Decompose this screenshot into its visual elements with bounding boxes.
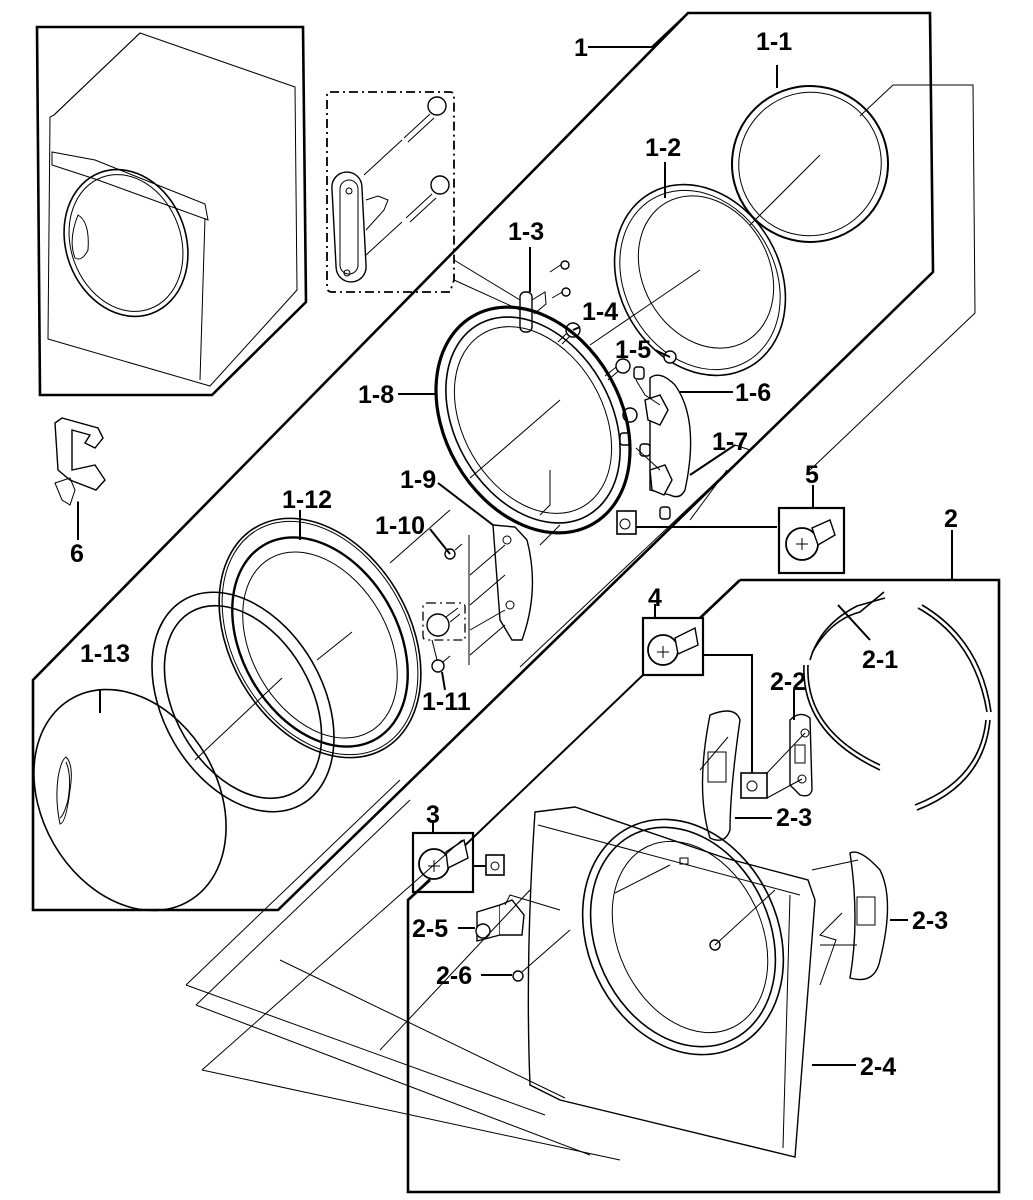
callout-1-10: 1-10 bbox=[375, 512, 425, 540]
callout-1-12: 1-12 bbox=[282, 486, 332, 514]
door-assembly-frame bbox=[31, 11, 935, 912]
callout-2-6: 2-6 bbox=[436, 962, 472, 990]
part-2-2-switch-bracket bbox=[740, 713, 813, 799]
callout-2-3-lower: 2-3 bbox=[912, 907, 948, 935]
callout-1-5: 1-5 bbox=[615, 336, 651, 364]
callout-1-6: 1-6 bbox=[735, 379, 771, 407]
part-1-9-latch-bracket bbox=[468, 470, 561, 665]
screw-icon bbox=[405, 175, 450, 223]
part-1-2-inner-glass bbox=[589, 183, 787, 377]
callout-3: 3 bbox=[426, 801, 440, 829]
part-1-12-outer-ring bbox=[218, 517, 422, 759]
part-5-screw-box bbox=[777, 506, 846, 575]
leader-lines bbox=[77, 12, 908, 1066]
callout-2-2: 2-2 bbox=[770, 668, 806, 696]
part-1-13-door-shell bbox=[33, 688, 227, 912]
part-1-7-screw-box bbox=[616, 510, 777, 535]
part-2-5-door-switch bbox=[475, 894, 561, 942]
callout-1-7: 1-7 bbox=[712, 428, 748, 456]
callout-4: 4 bbox=[648, 584, 662, 612]
callout-1-1: 1-1 bbox=[756, 28, 792, 56]
callout-1-4: 1-4 bbox=[582, 298, 618, 326]
callout-labels: 1 1-1 1-2 1-3 1-4 1-5 1-6 1-7 1-8 1-9 1-… bbox=[70, 28, 958, 1081]
part-1-3-hinge bbox=[519, 260, 571, 333]
callout-2-5: 2-5 bbox=[412, 915, 448, 943]
part-1-6-hinge-bracket bbox=[635, 374, 692, 498]
callout-6: 6 bbox=[70, 540, 84, 568]
callout-1: 1 bbox=[574, 34, 588, 62]
callout-1-3: 1-3 bbox=[508, 218, 544, 246]
callout-5: 5 bbox=[805, 461, 819, 489]
callout-1-8: 1-8 bbox=[358, 381, 394, 409]
callout-2-3-upper: 2-3 bbox=[776, 804, 812, 832]
screw-icon bbox=[403, 96, 447, 143]
callout-2-4: 2-4 bbox=[860, 1053, 896, 1081]
part-3-screw-box bbox=[411, 831, 505, 894]
handle-detail-inset bbox=[326, 91, 455, 293]
dryer-overview-inset bbox=[35, 25, 308, 397]
part-2-1-gasket-segments bbox=[803, 591, 992, 811]
callout-2-1: 2-1 bbox=[862, 646, 898, 674]
part-1-1-seal bbox=[731, 85, 889, 243]
part-2-3-plate-upper bbox=[699, 710, 741, 841]
callout-1-13: 1-13 bbox=[80, 640, 130, 668]
door-trim-ring bbox=[151, 591, 335, 813]
part-2-4-front-panel bbox=[527, 806, 816, 1158]
callout-1-2: 1-2 bbox=[645, 134, 681, 162]
part-6-wire-clip bbox=[54, 417, 106, 540]
part-2-6-screw bbox=[512, 929, 571, 982]
part-1-11-screw bbox=[422, 602, 466, 673]
part-2-3-plate-lower bbox=[811, 851, 889, 986]
part-1-8-door-frame bbox=[434, 305, 632, 535]
callout-2: 2 bbox=[944, 505, 958, 533]
callout-1-11: 1-11 bbox=[422, 688, 471, 716]
callout-1-9: 1-9 bbox=[400, 466, 436, 494]
